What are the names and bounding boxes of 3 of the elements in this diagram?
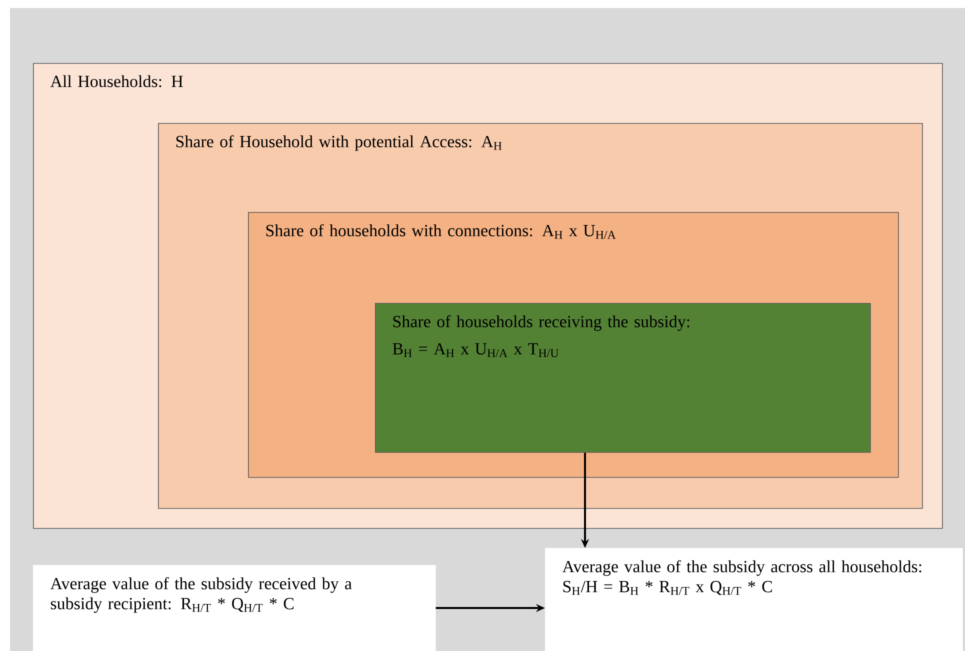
text-box: Average value of the subsidy across all households: S$_{H}$/H = B$_{H}$ * R$_{H/T}$ x Q$_{H/T}$ * C xyxy=(545,548,963,651)
text-box: Average value of the subsidy received by a subsidy recipient: R$_{H/T}$ * Q$_{H/T}$ * C xyxy=(33,565,436,651)
highlight-box: Share of households receiving the subsidy: B$_{H}$ = A$_{H}$ x U$_{H/A}$ x T$_{H/U}$ xyxy=(375,303,871,453)
